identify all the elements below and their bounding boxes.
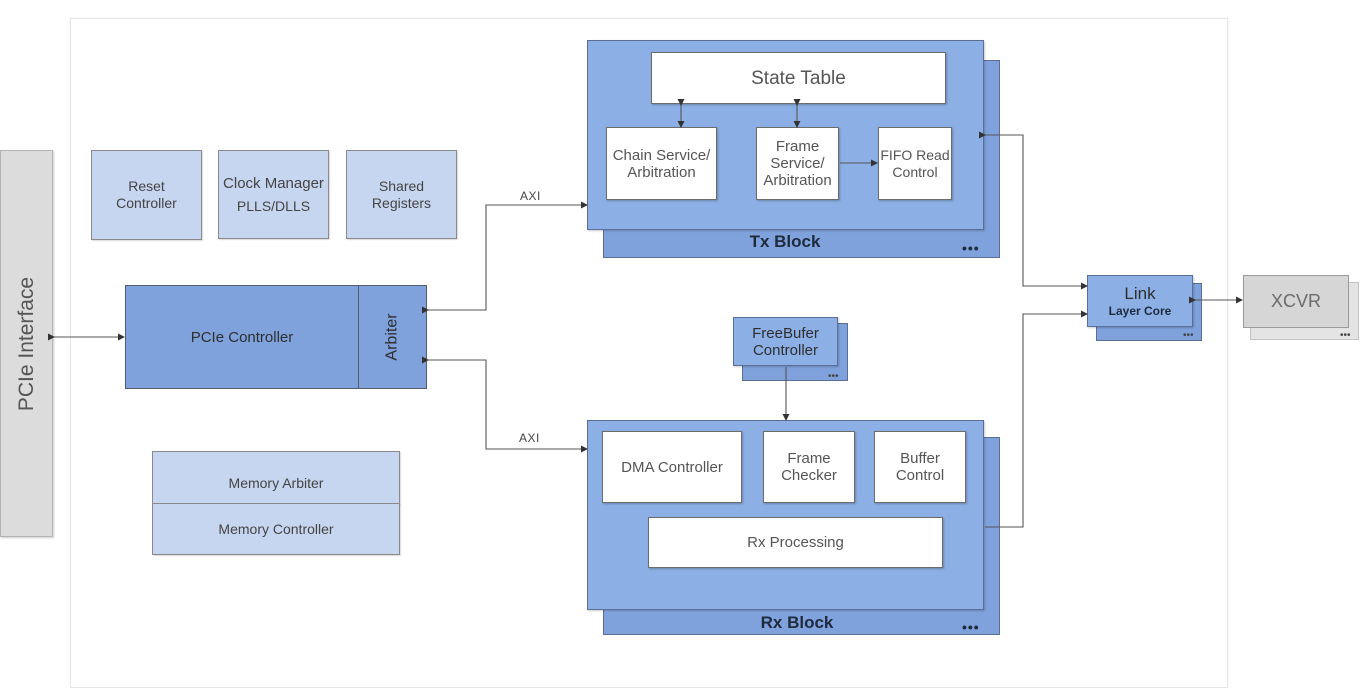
shared-registers-label: Shared Registers [371, 177, 432, 211]
tx-block-title: Tx Block [749, 232, 821, 251]
memory-controller-label: Memory Controller [218, 520, 334, 537]
rx-processing-block: Rx Processing [648, 517, 943, 568]
rx-block-more-icon: ••• [962, 619, 980, 635]
pcie-controller-label: PCIe Controller [190, 328, 294, 346]
memory-controller-block: Memory Controller [152, 503, 400, 555]
pcie-controller-block: PCIe Controller [125, 285, 359, 389]
axi-tx-line [422, 201, 588, 314]
dma-controller-block: DMA Controller [602, 431, 742, 503]
xcvr-more-icon: ••• [1340, 330, 1351, 341]
rx-block-title: Rx Block [760, 613, 834, 632]
frame-checker-label: Frame Checker [781, 450, 837, 484]
link-layer-more-icon: ••• [1183, 330, 1194, 341]
state-table-label: State Table [751, 67, 846, 89]
frame-service-block: Frame Service/ Arbitration [756, 127, 839, 200]
link-layer-core-block: Link Layer Core [1087, 275, 1193, 327]
frame-checker-block: Frame Checker [763, 431, 855, 503]
link-layer-label: Link [1124, 284, 1156, 303]
clock-manager-block: Clock Manager PLLS/DLLS [218, 150, 329, 239]
memory-arbiter-label: Memory Arbiter [228, 475, 324, 491]
freebuffer-controller-label: FreeBufer Controller [752, 324, 819, 359]
fifo-read-control-label: FIFO Read Control [880, 146, 950, 180]
clock-manager-label: Clock Manager [223, 174, 324, 192]
pcie-interface-block: PCIe Interface [0, 150, 53, 537]
xcvr-label: XCVR [1270, 291, 1321, 311]
buffer-control-label: Buffer Control [895, 450, 945, 484]
dma-controller-label: DMA Controller [621, 458, 723, 476]
rx-processing-label: Rx Processing [747, 534, 844, 551]
state-table-block: State Table [651, 52, 946, 104]
freebuffer-controller-block: FreeBufer Controller [733, 317, 838, 366]
chain-service-label: Chain Service/ Arbitration [612, 146, 711, 181]
xcvr-block: XCVR [1243, 275, 1349, 328]
clock-manager-sublabel: PLLS/DLLS [236, 197, 311, 214]
axi-rx-line [422, 356, 588, 453]
tx-block-more-icon: ••• [962, 240, 980, 256]
freebuffer-more-icon: ••• [828, 371, 839, 382]
fifo-read-control-block: FIFO Read Control [878, 127, 952, 200]
frame-service-label: Frame Service/ Arbitration [763, 138, 832, 189]
reset-controller-block: Reset Controller [91, 150, 202, 240]
arbiter-block: Arbiter [358, 285, 427, 389]
rx-link-line [985, 310, 1088, 528]
memory-arbiter-block: Memory Arbiter [152, 451, 400, 504]
chain-service-block: Chain Service/ Arbitration [606, 127, 717, 200]
buffer-control-block: Buffer Control [874, 431, 966, 503]
tx-link-line [979, 131, 1088, 290]
axi-top-label: AXI [520, 189, 541, 203]
link-layer-sublabel: Layer Core [1108, 304, 1172, 318]
reset-controller-label: Reset Controller [116, 178, 177, 211]
